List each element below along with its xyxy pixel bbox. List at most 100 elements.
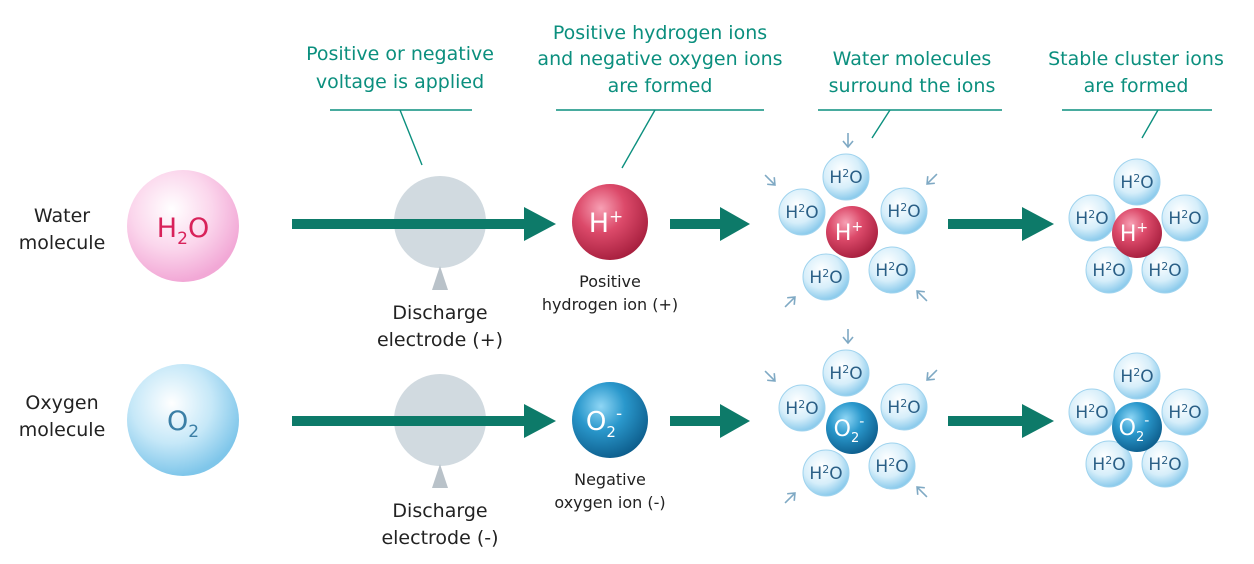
inward-arrow-bl-water — [784, 296, 796, 308]
header-voltage-pointer — [399, 109, 423, 166]
header-stable-line1: Stable cluster ions — [1048, 48, 1224, 70]
water-bubble-formula: H2O — [785, 398, 818, 419]
water-bubble-formula: H2O — [1075, 402, 1108, 423]
water-bubble-formula: H2O — [1092, 454, 1125, 475]
header-surround-line1: Water molecules — [833, 48, 992, 70]
water-bubble-formula: H2O — [1120, 172, 1153, 193]
inward-arrow-tl-oxygen — [764, 370, 776, 382]
electrode-positive-tip — [432, 266, 448, 290]
water-bubble-formula: H2O — [1148, 454, 1181, 475]
inward-arrow-bl-oxygen — [784, 492, 796, 504]
hydrogen-ion: H+ Positive hydrogen ion (+) — [542, 184, 678, 314]
electrode-positive-label-1: Discharge — [392, 302, 487, 324]
inward-arrow-br-oxygen — [916, 486, 928, 498]
surround-bubble-water-3: H2O — [802, 253, 850, 301]
surround-bubble-water-0: H2O — [822, 153, 870, 201]
surround-bubble-water-4: H2O — [868, 246, 916, 294]
water-bubble-formula: H2O — [829, 167, 862, 188]
surround-bubble-oxygen-2: H2O — [880, 383, 928, 431]
stable-bubble-oxygen-1: H2O — [1068, 388, 1116, 436]
hydrogen-ion-label-1: Positive — [579, 272, 641, 291]
surround-bubble-oxygen-4: H2O — [868, 442, 916, 490]
stable-bubble-water-4: H2O — [1141, 246, 1189, 294]
water-molecule-bubble — [127, 170, 239, 282]
water-bubble-formula: H2O — [1168, 208, 1201, 229]
arrow-oxygen-3 — [948, 404, 1054, 438]
inward-arrow-br-water — [916, 290, 928, 302]
oxygen-ion-label-1: Negative — [574, 470, 646, 489]
header-voltage-line2: voltage is applied — [316, 71, 484, 93]
water-bubble-formula: H2O — [809, 463, 842, 484]
water-bubble-formula: H2O — [875, 456, 908, 477]
stable-bubble-water-1: H2O — [1068, 194, 1116, 242]
stable-bubble-oxygen-3: H2O — [1085, 440, 1133, 488]
inward-arrow-tr-water — [926, 173, 938, 185]
surround-bubble-oxygen-0: H2O — [822, 349, 870, 397]
row-label-oxygen-2: molecule — [19, 419, 106, 441]
water-bubble-formula: H2O — [887, 201, 920, 222]
hydrogen-ion-label-2: hydrogen ion (+) — [542, 295, 678, 314]
surround-bubble-oxygen-1: H2O — [778, 384, 826, 432]
surround-ion-water: H+ — [826, 206, 878, 258]
oxygen-ion-sphere — [572, 382, 648, 458]
oxygen-molecule-bubble — [127, 364, 239, 476]
water-bubble-formula: H2O — [887, 397, 920, 418]
header-stable-line2: are formed — [1084, 75, 1189, 97]
surround-bubble-water-2: H2O — [880, 187, 928, 235]
inward-arrow-tr-oxygen — [926, 369, 938, 381]
inward-arrow-top-water — [842, 133, 854, 149]
stable-bubble-oxygen-4: H2O — [1141, 440, 1189, 488]
row-label-water-2: molecule — [19, 232, 106, 254]
water-bubble-formula: H2O — [875, 260, 908, 281]
stable-bubble-oxygen-0: H2O — [1113, 352, 1161, 400]
electrode-negative: Discharge electrode (-) — [381, 374, 499, 549]
header-voltage-line1: Positive or negative — [306, 43, 494, 65]
water-molecule-formula: H2O — [157, 213, 209, 249]
water-bubble-formula: H2O — [1092, 260, 1125, 281]
hydrogen-ion-symbol: H+ — [589, 207, 624, 239]
cluster-ion-symbol: H+ — [835, 219, 863, 246]
header-ions-line3: are formed — [608, 75, 713, 97]
stable-ion-water: H+ — [1112, 208, 1162, 258]
electrode-positive: Discharge electrode (+) — [377, 176, 503, 351]
electrode-positive-label-2: electrode (+) — [377, 329, 503, 351]
water-bubble-formula: H2O — [1120, 366, 1153, 387]
header-surround: Water molecules surround the ions — [818, 48, 1002, 139]
cluster-ion-symbol: O2- — [834, 414, 865, 446]
header-voltage: Positive or negative voltage is applied — [306, 43, 494, 166]
arrow-oxygen-1 — [292, 404, 556, 438]
water-bubble-formula: H2O — [1075, 208, 1108, 229]
header-ions-formed: Positive hydrogen ions and negative oxyg… — [537, 22, 783, 169]
cluster-ion-symbol: O2- — [1119, 413, 1150, 445]
header-stable: Stable cluster ions are formed — [1048, 48, 1224, 139]
row-label-water-1: Water — [34, 205, 90, 227]
water-bubble-formula: H2O — [1148, 260, 1181, 281]
surround-bubble-water-1: H2O — [778, 188, 826, 236]
water-bubble-formula: H2O — [829, 363, 862, 384]
arrow-water-3 — [948, 207, 1054, 241]
oxygen-ion: O2- Negative oxygen ion (-) — [554, 382, 666, 512]
electrode-negative-label-2: electrode (-) — [381, 527, 498, 549]
stable-ion-oxygen: O2- — [1112, 402, 1162, 452]
arrow-water-1 — [292, 207, 556, 241]
oxygen-molecule: O2 — [127, 364, 239, 476]
electrode-negative-tip — [432, 464, 448, 488]
surround-ion-oxygen: O2- — [826, 402, 878, 454]
header-ions-line2: and negative oxygen ions — [537, 48, 782, 70]
water-bubble-formula: H2O — [785, 202, 818, 223]
oxygen-ion-symbol: O2- — [586, 404, 622, 441]
stable-bubble-water-3: H2O — [1085, 246, 1133, 294]
arrow-water-2 — [670, 207, 750, 241]
electrode-negative-label-1: Discharge — [392, 500, 487, 522]
header-surround-pointer — [871, 109, 891, 139]
header-stable-pointer — [1141, 109, 1159, 139]
water-bubble-formula: H2O — [809, 267, 842, 288]
cluster-ion-symbol: H+ — [1120, 220, 1148, 247]
header-ions-pointer — [621, 109, 656, 169]
hydrogen-ion-sphere — [572, 184, 648, 260]
oxygen-ion-label-2: oxygen ion (-) — [554, 493, 665, 512]
oxygen-molecule-formula: O2 — [167, 406, 199, 442]
arrow-oxygen-2 — [670, 404, 750, 438]
